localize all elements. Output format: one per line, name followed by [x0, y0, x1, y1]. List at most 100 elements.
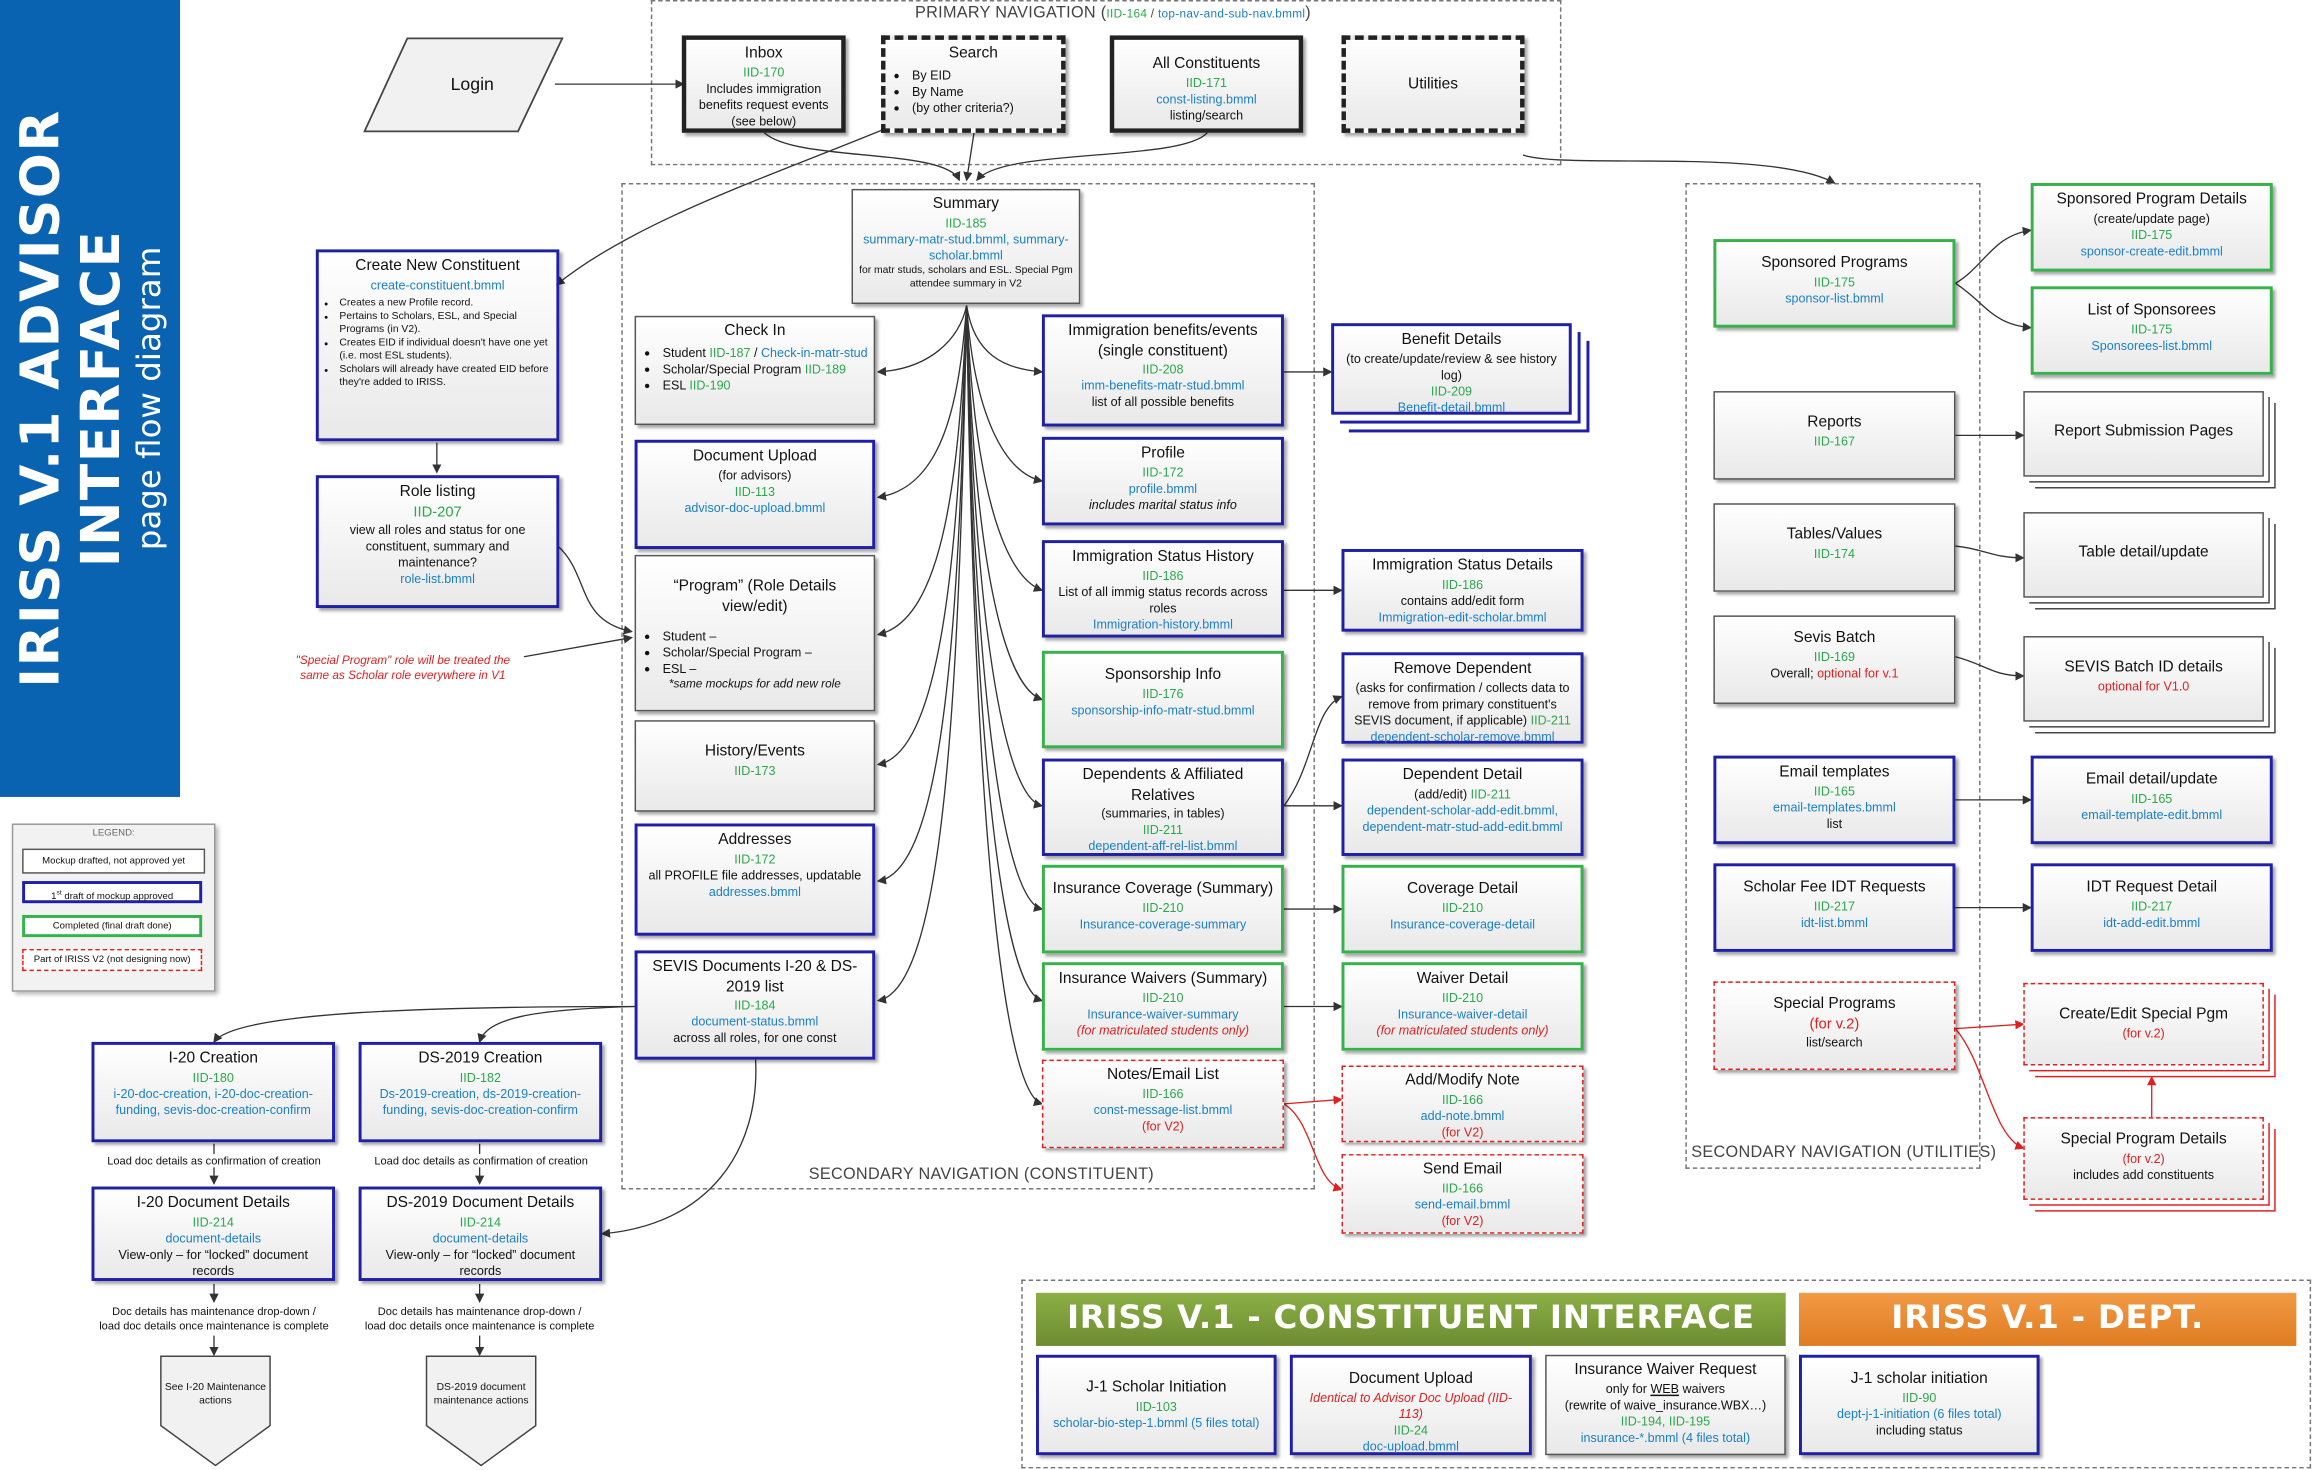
i20-creation-node[interactable]: I-20 Creation IID-180 i-20-doc-creation,… — [91, 1041, 336, 1143]
node-text: (add/edit) IID-211 — [1414, 786, 1511, 801]
inbox-node[interactable]: Inbox IID-170 Includes immigration benef… — [681, 35, 846, 133]
reports-node[interactable]: Reports IID-167 — [1713, 391, 1956, 480]
node-title: Profile — [1140, 444, 1185, 462]
node-title: Coverage Detail — [1406, 879, 1519, 898]
load-doc-caption: Load doc details as confirmation of crea… — [348, 1154, 614, 1168]
coverage-detail-node[interactable]: Coverage Detail IID-210 Insurance-covera… — [1341, 864, 1584, 954]
node-text: (to create/update/review & see history l… — [1346, 350, 1557, 382]
ds2019-document-details-node[interactable]: DS-2019 Document Details IID-214 documen… — [358, 1186, 603, 1281]
node-text: (summaries, in tables) — [1101, 806, 1225, 821]
report-submission-pages-node[interactable]: Report Submission Pages — [2023, 391, 2264, 477]
node-text: (for matriculated students only) — [1376, 1022, 1549, 1038]
iid-label: IID-171 — [1185, 74, 1228, 90]
idt-request-detail-node[interactable]: IDT Request Detail IID-217 idt-add-edit.… — [2030, 863, 2273, 952]
all-constituents-node[interactable]: All Constituents IID-171 const-listing.b… — [1109, 35, 1304, 133]
file-label: email-template-edit.bmml — [2081, 806, 2223, 822]
iid-label: IID-186 — [1142, 567, 1184, 583]
profile-node[interactable]: Profile IID-172 profile.bmml includes ma… — [1041, 436, 1284, 526]
sevis-batch-node[interactable]: Sevis Batch IID-169 Overall; optional fo… — [1713, 615, 1956, 704]
iid-label: IID-173 — [734, 762, 776, 778]
history-events-node[interactable]: History/Events IID-173 — [634, 720, 876, 812]
ds2019-maintenance-offpage[interactable] — [425, 1355, 537, 1467]
sponsored-programs-node[interactable]: Sponsored Programs IID-175 sponsor-list.… — [1713, 239, 1956, 328]
benefit-details-node[interactable]: Benefit Details (to create/update/review… — [1331, 323, 1572, 415]
document-upload-node[interactable]: Document Upload (for advisors) IID-113 a… — [634, 439, 876, 549]
sponsorship-info-node[interactable]: Sponsorship Info IID-176 sponsorship-inf… — [1041, 650, 1284, 749]
legend-item-gray: Mockup drafted, not approved yet — [22, 848, 206, 874]
list-item: Creates EID if individual doesn't have o… — [339, 336, 550, 363]
search-node[interactable]: Search By EID By Name (by other criteria… — [881, 35, 1066, 133]
email-templates-node[interactable]: Email templates IID-165 email-templates.… — [1713, 755, 1956, 845]
file-label: sponsorship-info-matr-stud.bmml — [1071, 702, 1255, 717]
special-programs-node[interactable]: Special Programs (for v.2) list/search — [1713, 981, 1956, 1070]
iid-label: IID-172 — [1142, 464, 1184, 480]
immigration-benefits-node[interactable]: Immigration benefits/events (single cons… — [1041, 314, 1284, 427]
node-text: (for v.2) — [1809, 1016, 1860, 1033]
sevis-batch-details-node[interactable]: SEVIS Batch ID details optional for V1.0 — [2023, 636, 2264, 722]
node-title: Search — [948, 44, 998, 62]
file-label: create-constituent.bmml — [370, 276, 505, 292]
remove-dependent-node[interactable]: Remove Dependent (asks for confirmation … — [1341, 652, 1584, 744]
j1-scholar-initiation-node[interactable]: J-1 Scholar Initiation IID-103 scholar-b… — [1036, 1354, 1277, 1456]
create-new-constituent-node[interactable]: Create New Constituent create-constituen… — [315, 249, 560, 442]
insurance-waivers-node[interactable]: Insurance Waivers (Summary) IID-210 Insu… — [1041, 962, 1284, 1051]
iid-label: IID-167 — [1813, 433, 1855, 449]
sevis-documents-node[interactable]: SEVIS Documents I-20 & DS-2019 list IID-… — [634, 950, 876, 1060]
immigration-status-details-node[interactable]: Immigration Status Details IID-186 conta… — [1341, 548, 1584, 632]
special-program-details-node[interactable]: Special Program Details (for v.2) includ… — [2023, 1117, 2264, 1200]
file-label: Insurance-coverage-summary — [1079, 916, 1247, 931]
notes-email-list-node[interactable]: Notes/Email List IID-166 const-message-l… — [1041, 1059, 1284, 1149]
check-in-node[interactable]: Check In Student IID-187 / Check-in-matr… — [634, 315, 876, 426]
insurance-waiver-request-node[interactable]: Insurance Waiver Request only for WEB wa… — [1545, 1354, 1786, 1456]
dependent-detail-node[interactable]: Dependent Detail (add/edit) IID-211 depe… — [1341, 758, 1584, 856]
node-title: Utilities — [1408, 75, 1458, 93]
dependents-node[interactable]: Dependents & Affiliated Relatives (summa… — [1041, 758, 1284, 856]
i20-maintenance-offpage[interactable] — [159, 1355, 271, 1467]
constituent-document-upload-node[interactable]: Document Upload Identical to Advisor Doc… — [1289, 1354, 1532, 1456]
iid-label: IID-209 — [1430, 383, 1473, 399]
list-item: Scholars will already have created EID b… — [339, 363, 550, 390]
immigration-status-history-node[interactable]: Immigration Status History IID-186 List … — [1041, 540, 1284, 638]
file-label: i-20-doc-creation, i-20-doc-creation-fun… — [113, 1085, 313, 1117]
node-title: Document Upload — [1348, 1369, 1473, 1388]
iid-label: IID-186 — [1441, 576, 1484, 592]
legend-item-green: Completed (final draft done) — [22, 914, 203, 938]
sponsored-program-details-node[interactable]: Sponsored Program Details (create/update… — [2030, 182, 2273, 272]
utilities-node[interactable]: Utilities — [1341, 35, 1525, 133]
file-label: Ds-2019-creation, ds-2019-creation-fundi… — [379, 1085, 582, 1117]
summary-node[interactable]: Summary IID-185 summary-matr-stud.bmml, … — [851, 188, 1081, 305]
add-modify-note-node[interactable]: Add/Modify Note IID-166 add-note.bmml (f… — [1341, 1065, 1584, 1143]
file-label: Benefit-detail.bmml — [1397, 399, 1506, 415]
node-title: Email templates — [1779, 762, 1890, 781]
legend-label: Mockup drafted, not approved yet — [42, 855, 186, 867]
iid-label: IID-166 — [1441, 1091, 1484, 1107]
insurance-coverage-node[interactable]: Insurance Coverage (Summary) IID-210 Ins… — [1041, 864, 1284, 954]
addresses-node[interactable]: Addresses IID-172 all PROFILE file addre… — [634, 823, 876, 936]
waiver-detail-node[interactable]: Waiver Detail IID-210 Insurance-waiver-d… — [1341, 962, 1584, 1051]
node-text: View-only – for “locked” document record… — [385, 1246, 576, 1278]
node-text: contains add/edit form — [1400, 592, 1525, 608]
file-label: Immigration-edit-scholar.bmml — [1378, 609, 1547, 624]
node-text: Includes immigration — [706, 80, 822, 96]
scholar-fee-idt-requests-node[interactable]: Scholar Fee IDT Requests IID-217 idt-lis… — [1713, 863, 1956, 952]
role-listing-node[interactable]: Role listing IID-207 view all roles and … — [315, 475, 560, 609]
login-node[interactable] — [363, 37, 564, 134]
create-edit-special-pgm-node[interactable]: Create/Edit Special Pgm (for v.2) — [2023, 982, 2264, 1066]
dept-j1-scholar-initiation-node[interactable]: J-1 scholar initiation IID-90 dept-j-1-i… — [1799, 1354, 2040, 1456]
node-text: Identical to Advisor Doc Upload (IID-113… — [1309, 1389, 1513, 1421]
send-email-node[interactable]: Send Email IID-166 send-email.bmml (for … — [1341, 1154, 1584, 1234]
iid-label: IID-175 — [1813, 273, 1855, 289]
node-title: Addresses — [718, 830, 792, 849]
node-title: Summary — [932, 194, 1000, 213]
tables-values-node[interactable]: Tables/Values IID-174 — [1713, 503, 1956, 592]
node-title: Sponsorship Info — [1104, 665, 1222, 684]
program-role-details-node[interactable]: “Program” (Role Details view/edit) Stude… — [634, 554, 876, 712]
i20-document-details-node[interactable]: I-20 Document Details IID-214 document-d… — [91, 1186, 336, 1281]
node-title: Table detail/update — [2078, 543, 2209, 561]
list-of-sponsorees-node[interactable]: List of Sponsorees IID-175 Sponsorees-li… — [2030, 286, 2273, 375]
email-detail-update-node[interactable]: Email detail/update IID-165 email-templa… — [2030, 755, 2273, 845]
legend-label: Completed (final draft done) — [52, 920, 172, 932]
table-detail-update-node[interactable]: Table detail/update — [2023, 512, 2264, 598]
ds2019-creation-node[interactable]: DS-2019 Creation IID-182 Ds-2019-creatio… — [358, 1041, 603, 1143]
